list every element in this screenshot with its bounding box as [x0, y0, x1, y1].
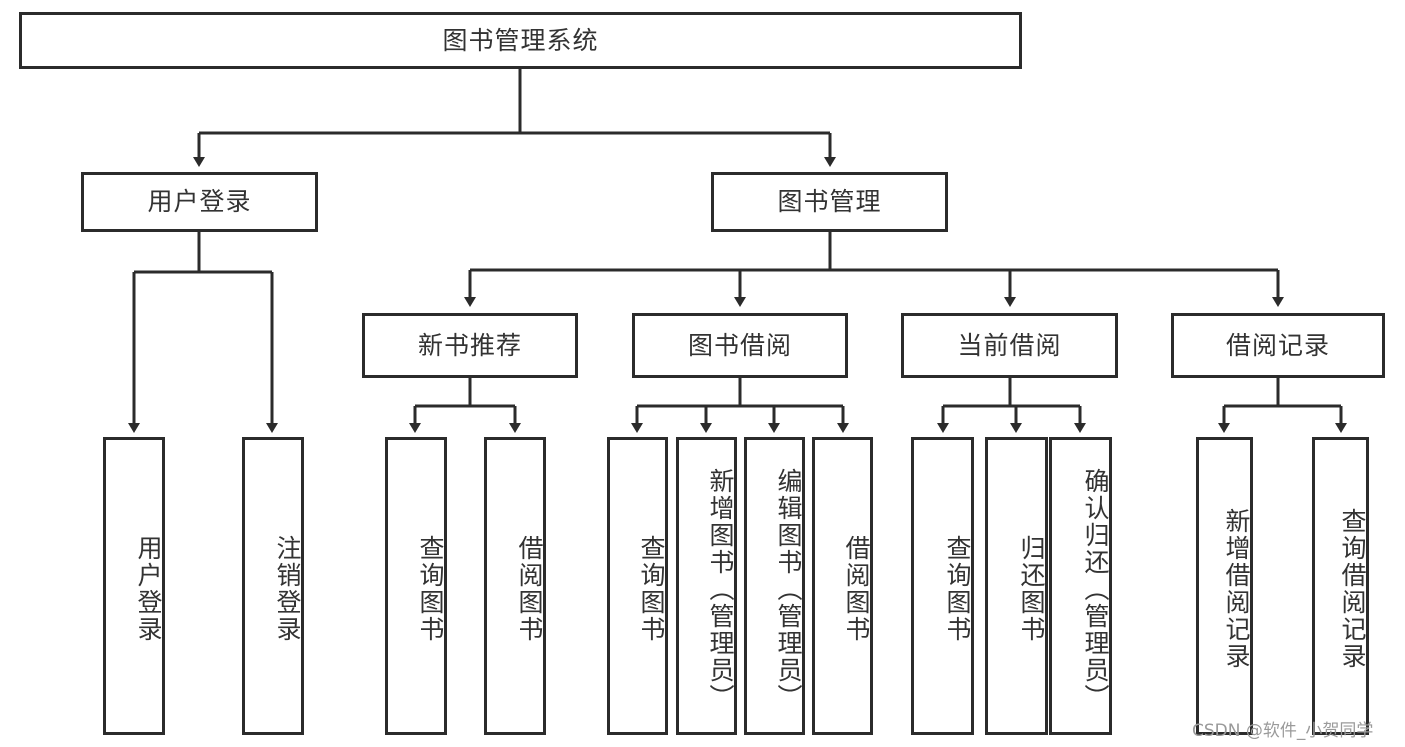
- node-current-borrow[interactable]: 当前借阅: [901, 313, 1118, 378]
- node-label: 新增借阅记录: [1222, 508, 1251, 670]
- leaf-query-book-recommend[interactable]: 查询图书: [385, 437, 447, 735]
- node-label: 归还图书: [1017, 535, 1046, 643]
- node-label: 编辑图书（管理员）: [774, 467, 803, 711]
- csdn-watermark: CSDN @软件_小贺同学: [1192, 721, 1374, 741]
- node-label: 新书推荐: [417, 330, 522, 360]
- node-label: 借阅记录: [1225, 330, 1330, 360]
- node-label: 图书管理系统: [442, 25, 599, 55]
- node-label: 注销登录: [273, 535, 302, 643]
- leaf-confirm-return[interactable]: 确认归还（管理员）: [1049, 437, 1112, 735]
- node-book-manage[interactable]: 图书管理: [711, 172, 948, 232]
- leaf-edit-book[interactable]: 编辑图书（管理员）: [744, 437, 805, 735]
- leaf-query-book-current[interactable]: 查询图书: [911, 437, 974, 735]
- leaf-add-book[interactable]: 新增图书（管理员）: [676, 437, 737, 735]
- node-label: 当前借阅: [957, 330, 1062, 360]
- leaf-borrow-book[interactable]: 借阅图书: [812, 437, 873, 735]
- leaf-user-logout[interactable]: 注销登录: [242, 437, 304, 735]
- node-label: 用户登录: [134, 535, 163, 643]
- node-label: 借阅图书: [515, 535, 544, 643]
- node-label: 查询图书: [637, 535, 666, 643]
- node-label: 借阅图书: [842, 535, 871, 643]
- node-user-login[interactable]: 用户登录: [81, 172, 318, 232]
- leaf-borrow-book-recommend[interactable]: 借阅图书: [484, 437, 546, 735]
- leaf-add-borrow-record[interactable]: 新增借阅记录: [1196, 437, 1253, 735]
- node-root-system[interactable]: 图书管理系统: [19, 12, 1022, 69]
- leaf-return-book[interactable]: 归还图书: [985, 437, 1048, 735]
- leaf-query-book-borrow[interactable]: 查询图书: [607, 437, 668, 735]
- node-book-borrow[interactable]: 图书借阅: [632, 313, 848, 378]
- leaf-query-borrow-record[interactable]: 查询借阅记录: [1312, 437, 1369, 735]
- node-label: 查询图书: [416, 535, 445, 643]
- node-borrow-record[interactable]: 借阅记录: [1171, 313, 1385, 378]
- leaf-user-login[interactable]: 用户登录: [103, 437, 165, 735]
- node-label: 新增图书（管理员）: [706, 467, 735, 711]
- node-label: 确认归还（管理员）: [1081, 467, 1110, 711]
- node-new-book-recommend[interactable]: 新书推荐: [362, 313, 578, 378]
- node-label: 用户登录: [147, 187, 252, 217]
- node-label: 图书管理: [777, 187, 882, 217]
- node-label: 查询借阅记录: [1338, 508, 1367, 670]
- node-label: 图书借阅: [687, 330, 792, 360]
- node-label: 查询图书: [943, 535, 972, 643]
